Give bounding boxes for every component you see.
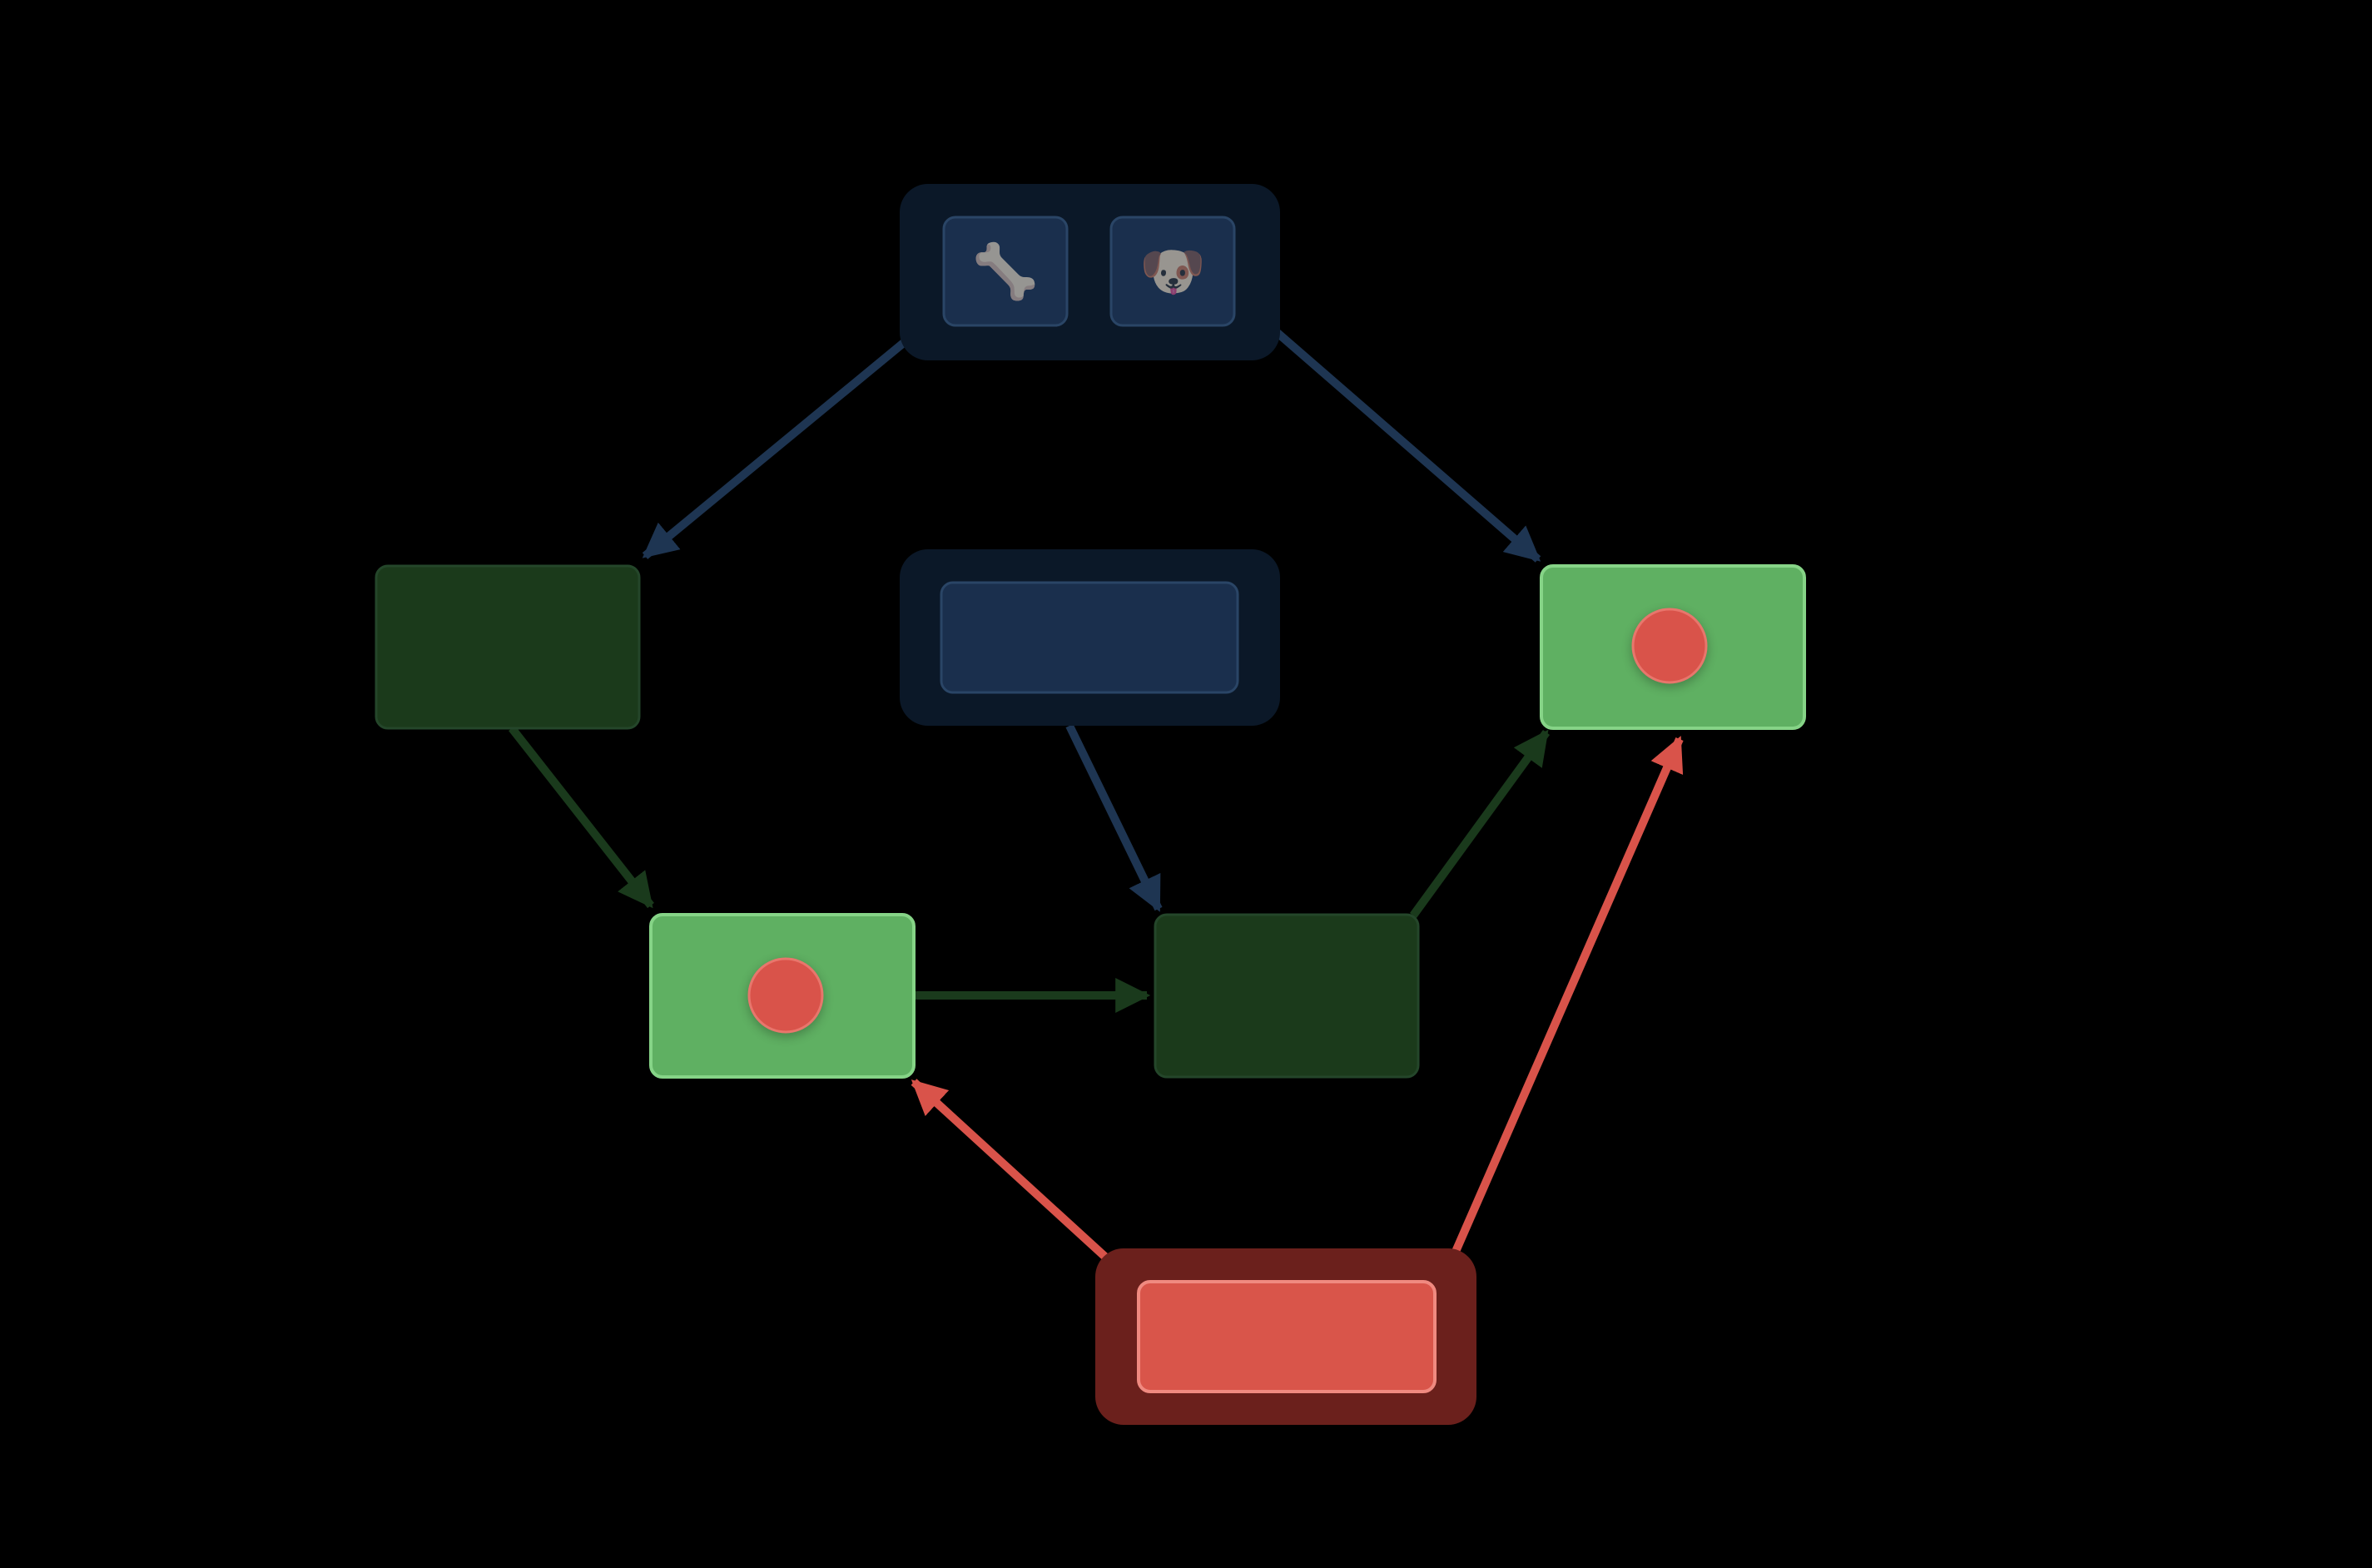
node-left[interactable] xyxy=(375,564,641,730)
edge-red-to-bottom-left xyxy=(911,1079,1110,1262)
red-panel xyxy=(1095,1248,1476,1425)
bone-button[interactable]: 🦴 xyxy=(942,216,1069,327)
edge-left-to-bottom-left xyxy=(509,725,654,909)
edge-top-to-right xyxy=(1274,330,1541,563)
node-bottom-right[interactable] xyxy=(1154,913,1420,1079)
edge-center-to-bottom-right xyxy=(1065,723,1163,912)
dog-button[interactable]: 🐶 xyxy=(1109,216,1236,327)
center-panel xyxy=(900,549,1280,726)
node-right[interactable] xyxy=(1540,564,1806,730)
edge-top-to-left xyxy=(642,338,909,559)
edge-bottom-right-to-right xyxy=(1409,729,1551,918)
bone-icon: 🦴 xyxy=(972,240,1039,303)
node-bottom-left-dot xyxy=(747,957,824,1034)
node-right-dot xyxy=(1631,608,1708,684)
edges-group xyxy=(509,330,1684,1262)
center-panel-button[interactable] xyxy=(940,581,1239,694)
red-panel-button[interactable] xyxy=(1137,1280,1437,1393)
edge-red-to-right xyxy=(1451,736,1684,1256)
top-panel: 🦴 🐶 xyxy=(900,184,1280,360)
node-bottom-left[interactable] xyxy=(649,913,916,1079)
dog-icon: 🐶 xyxy=(1139,241,1206,303)
